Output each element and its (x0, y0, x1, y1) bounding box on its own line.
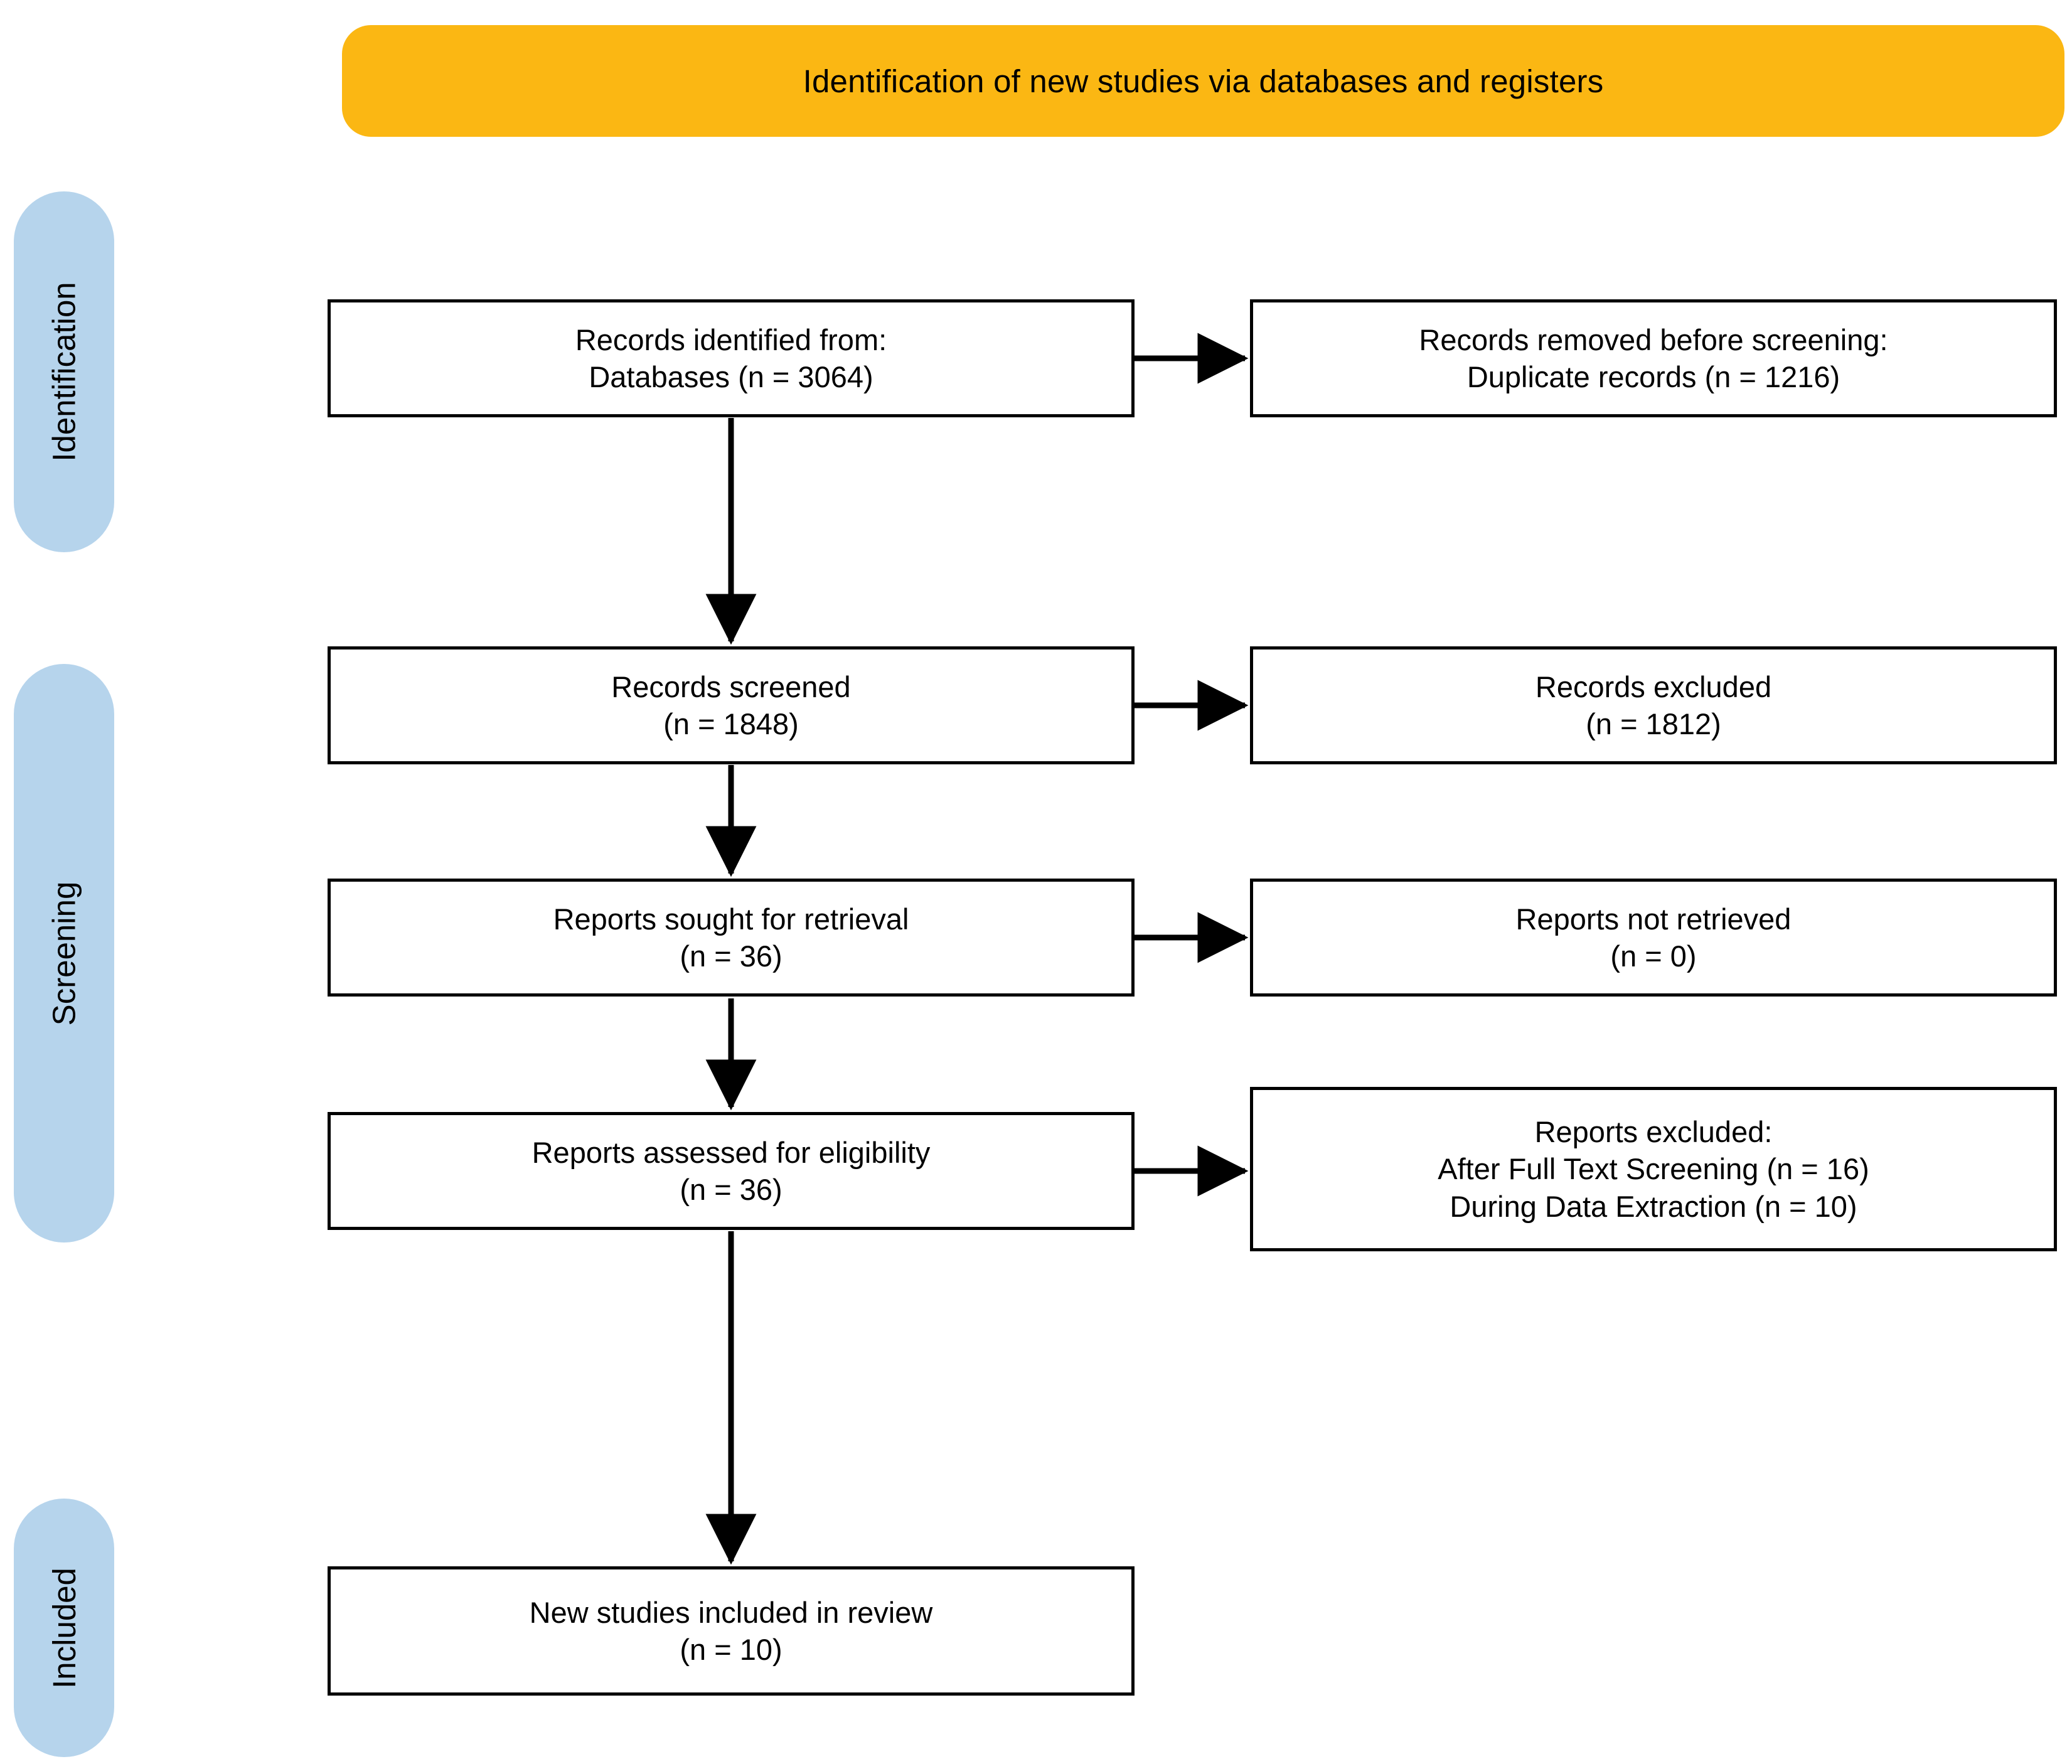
box-reports-excluded-line2: After Full Text Screening (n = 16) (1438, 1152, 1869, 1186)
box-records-removed: Records removed before screening: Duplic… (1250, 299, 2057, 417)
box-reports-sought-line2: (n = 36) (680, 939, 782, 973)
box-records-identified: Records identified from: Databases (n = … (328, 299, 1135, 417)
box-records-excluded-line1: Records excluded (1535, 670, 1772, 703)
box-reports-assessed-line2: (n = 36) (680, 1173, 782, 1206)
box-records-excluded: Records excluded (n = 1812) (1250, 646, 2057, 764)
stage-label-screening: Screening (14, 664, 114, 1243)
box-records-excluded-line2: (n = 1812) (1586, 707, 1721, 740)
box-new-studies-included: New studies included in review (n = 10) (328, 1566, 1135, 1696)
box-reports-excluded-line3: During Data Extraction (n = 10) (1450, 1189, 1857, 1223)
box-records-screened: Records screened (n = 1848) (328, 646, 1135, 764)
diagram-header-banner: Identification of new studies via databa… (342, 25, 2064, 137)
box-reports-sought: Reports sought for retrieval (n = 36) (328, 879, 1135, 997)
box-reports-excluded: Reports excluded: After Full Text Screen… (1250, 1087, 2057, 1251)
box-new-studies-included-line1: New studies included in review (529, 1595, 933, 1629)
box-reports-sought-line1: Reports sought for retrieval (553, 902, 909, 936)
box-new-studies-included-line2: (n = 10) (680, 1633, 782, 1666)
box-records-identified-line2: Databases (n = 3064) (589, 360, 873, 393)
box-records-screened-line1: Records screened (611, 670, 851, 703)
box-reports-excluded-line1: Reports excluded: (1534, 1115, 1773, 1149)
box-reports-not-retrieved: Reports not retrieved (n = 0) (1250, 879, 2057, 997)
box-reports-not-retrieved-line1: Reports not retrieved (1515, 902, 1792, 936)
stage-label-identification: Identification (14, 191, 114, 552)
stage-label-included: Included (14, 1499, 114, 1757)
box-records-identified-line1: Records identified from: (575, 323, 887, 356)
box-reports-assessed-line1: Reports assessed for eligibility (531, 1135, 931, 1169)
box-records-removed-line2: Duplicate records (n = 1216) (1466, 360, 1840, 393)
diagram-title: Identification of new studies via databa… (803, 63, 1604, 99)
box-reports-not-retrieved-line2: (n = 0) (1610, 939, 1697, 973)
box-records-screened-line2: (n = 1848) (663, 707, 799, 740)
box-records-removed-line1: Records removed before screening: (1419, 323, 1888, 356)
box-reports-assessed: Reports assessed for eligibility (n = 36… (328, 1112, 1135, 1230)
